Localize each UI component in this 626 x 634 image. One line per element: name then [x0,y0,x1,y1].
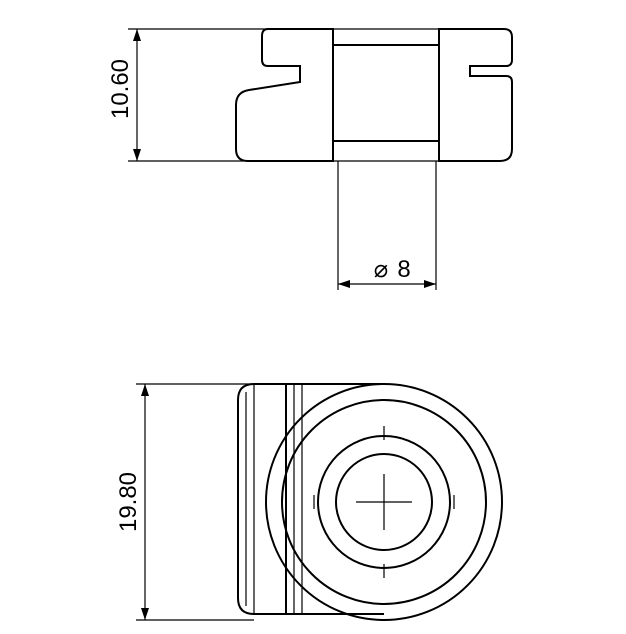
diameter-symbol: ⌀ [374,256,388,283]
dim-label-10-60: 10.60 [107,59,134,119]
section-view [235,28,513,162]
dim-label-8: 8 [397,256,410,283]
bore-diameter-dimension: ⌀ 8 [337,161,437,290]
front-view [237,383,503,621]
section-right-half [438,28,513,162]
height-dimension-bottom: 19.80 [115,383,254,621]
bore-circle [335,453,433,551]
outer-circle [265,383,503,621]
flange-circle [281,399,487,605]
height-dimension-top: 10.60 [107,28,268,162]
section-left-half [235,28,334,162]
grommet-body-outline [237,383,384,615]
dim-label-19-80: 19.80 [115,472,142,532]
